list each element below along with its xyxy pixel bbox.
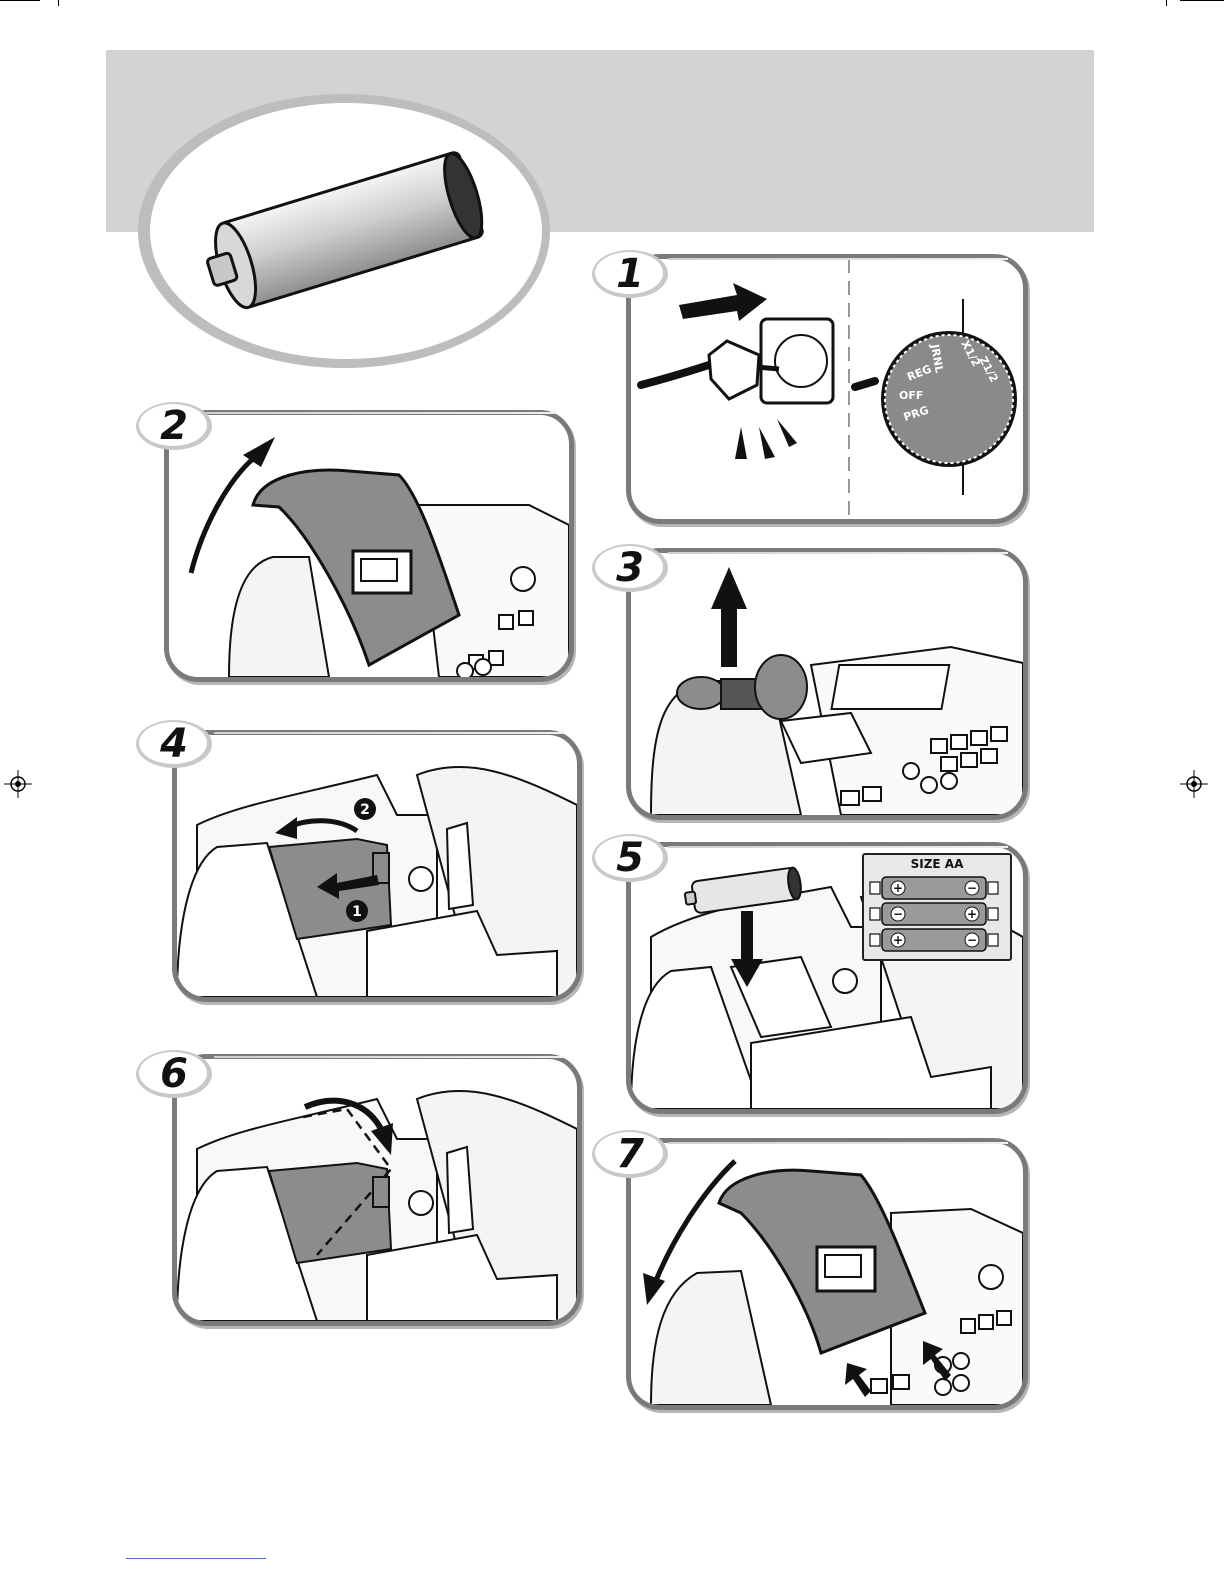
- step-7-badge: 7: [588, 1126, 672, 1182]
- step-3-badge: 3: [588, 540, 672, 596]
- wall-socket-icon: [761, 319, 833, 403]
- callout-2: 2: [360, 802, 370, 818]
- dial-label-off: OFF: [899, 389, 923, 402]
- paper-roll-icon: [677, 655, 807, 719]
- step-guide-line: [206, 412, 556, 414]
- arrow-up-right-icon: [845, 1363, 871, 1397]
- step-7-panel: [626, 1138, 1028, 1410]
- registration-mark-icon: [1180, 770, 1208, 798]
- battery-orientation-diagram: SIZE AA + − − + + −: [862, 853, 1012, 961]
- callout-1: 1: [352, 904, 362, 920]
- crop-mark: [58, 0, 59, 6]
- crop-mark: [1166, 0, 1167, 6]
- step-number: 3: [588, 540, 672, 596]
- registration-mark-icon: [4, 770, 32, 798]
- arrow-lift-icon: [191, 457, 255, 573]
- step-guide-line: [214, 732, 564, 734]
- mode-dial-icon: REG OFF PRG JRNL X1/2 Z1/2: [881, 331, 1017, 467]
- footer-line: [126, 1558, 266, 1559]
- step-6-badge: 6: [132, 1046, 216, 1102]
- step-number: 5: [588, 830, 672, 886]
- step-1-badge: 1: [588, 246, 672, 302]
- step-number: 1: [588, 246, 672, 302]
- step-guide-line: [668, 846, 1008, 848]
- step-number: 4: [132, 716, 216, 772]
- battery-2-right-terminal: +: [967, 907, 977, 921]
- step-2-badge: 2: [132, 398, 216, 454]
- battery-1-right-terminal: −: [967, 881, 977, 895]
- battery-1-left-terminal: +: [893, 881, 903, 895]
- battery-3-right-terminal: −: [967, 933, 977, 947]
- step-2-panel: [164, 410, 574, 682]
- plug-icon: [709, 341, 759, 399]
- step-6-panel: [172, 1054, 582, 1326]
- step-4-panel: 2 1: [172, 730, 582, 1002]
- step-guide-line: [214, 1056, 564, 1058]
- step-guide-line: [668, 258, 1008, 260]
- step-5-badge: 5: [588, 830, 672, 886]
- step-number: 2: [132, 398, 216, 454]
- step-4-badge: 4: [132, 716, 216, 772]
- battery-illustration: [134, 90, 554, 372]
- step-1-panel: REG OFF PRG JRNL X1/2 Z1/2: [626, 254, 1028, 524]
- step-guide-line: [668, 552, 1008, 554]
- battery-3-left-terminal: +: [893, 933, 903, 947]
- arrow-right-icon: [679, 283, 767, 321]
- crop-mark: [1180, 0, 1224, 1]
- step-number: 7: [588, 1126, 672, 1182]
- arrow-up-icon: [711, 567, 747, 667]
- step-guide-line: [668, 1142, 1008, 1144]
- battery-2-left-terminal: −: [893, 907, 903, 921]
- step-3-panel: [626, 548, 1028, 820]
- crop-mark: [0, 0, 40, 1]
- step-number: 6: [132, 1046, 216, 1102]
